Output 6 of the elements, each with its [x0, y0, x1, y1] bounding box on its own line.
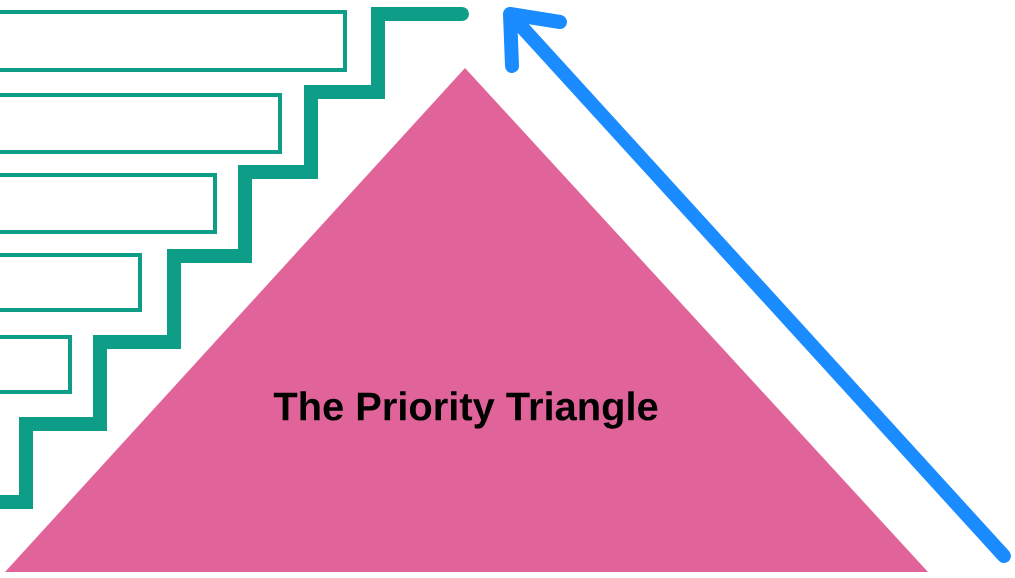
empty-box [0, 93, 282, 154]
empty-box [0, 173, 217, 234]
priority-triangle: The Priority Triangle [5, 68, 928, 572]
empty-box [0, 253, 142, 312]
empty-box [0, 10, 347, 72]
empty-box [0, 335, 72, 394]
